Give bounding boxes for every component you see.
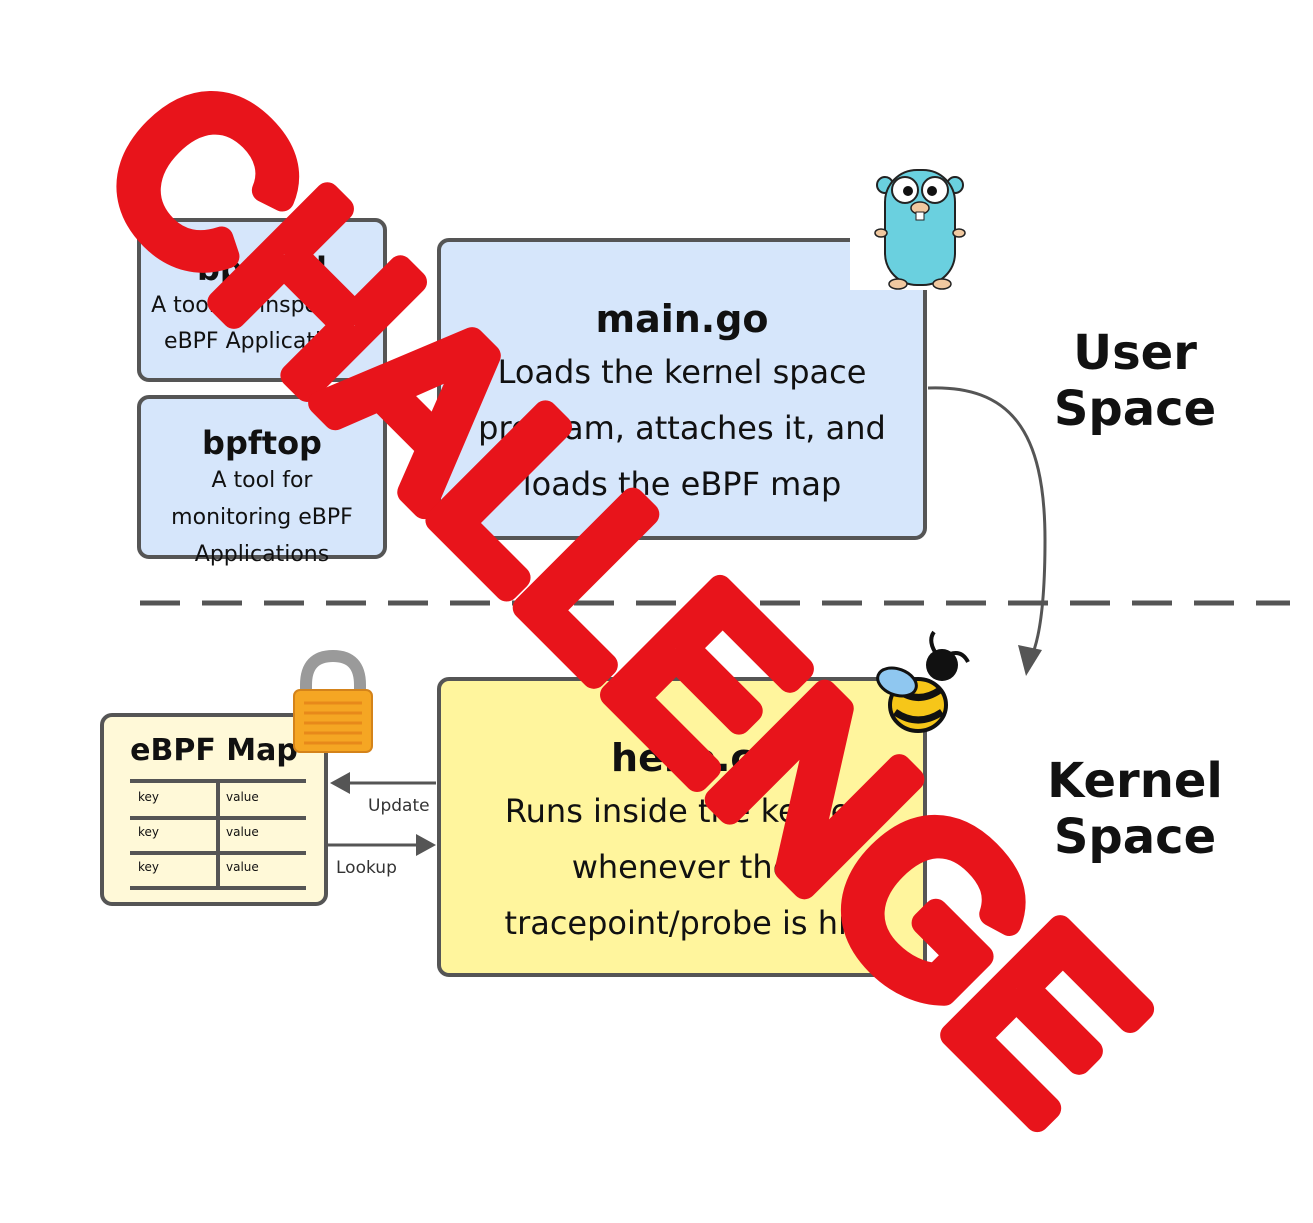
main-go-desc: Loads the kernel space program, attaches… [478,353,886,503]
hello-c-title: hello.c [611,736,753,780]
map-table-divider [216,781,220,887]
bee-icon [876,630,970,733]
bpftool-title: bpftool [197,250,327,288]
map-row: key value [130,820,306,855]
bpftool-box: bpftool A tool for inspecting eBPF Appli… [137,218,387,382]
main-go-box: main.go Loads the kernel space program, … [437,238,927,540]
ebpf-map-title: eBPF Map [130,733,298,768]
hello-c-desc: Runs inside the kernel whenever the trac… [504,792,860,942]
bpftop-title: bpftop [202,424,322,462]
map-value: value [226,860,259,874]
update-arrow-head [330,772,350,794]
ebpf-map-box: eBPF Map key value key value key value [100,713,328,906]
map-row: key value [130,855,306,890]
load-arrow [927,386,1047,661]
user-space-label: User Space [1053,325,1217,437]
hello-c-box: hello.c Runs inside the kernel whenever … [437,677,927,977]
main-go-title: main.go [595,297,769,341]
map-table: key value key value key value [130,785,306,890]
bpftop-box: bpftop A tool for monitoring eBPF Applic… [137,395,387,567]
padlock-icon [293,649,373,753]
load-arrow-head [1018,645,1042,676]
map-key: key [138,790,160,804]
bpftop-desc: A tool for monitoring eBPF Applications [171,468,353,567]
update-label: Update [368,796,430,816]
map-value: value [226,790,259,804]
map-row: key value [130,785,306,820]
lookup-arrow-head [416,834,436,856]
map-key: key [138,825,160,839]
map-key: key [138,860,160,874]
bpftool-desc: A tool for inspecting eBPF Applications [151,293,373,354]
gopher-icon [850,160,990,290]
kernel-space-label: Kernel Space [1047,753,1223,865]
map-value: value [226,825,259,839]
lookup-label: Lookup [336,858,397,878]
